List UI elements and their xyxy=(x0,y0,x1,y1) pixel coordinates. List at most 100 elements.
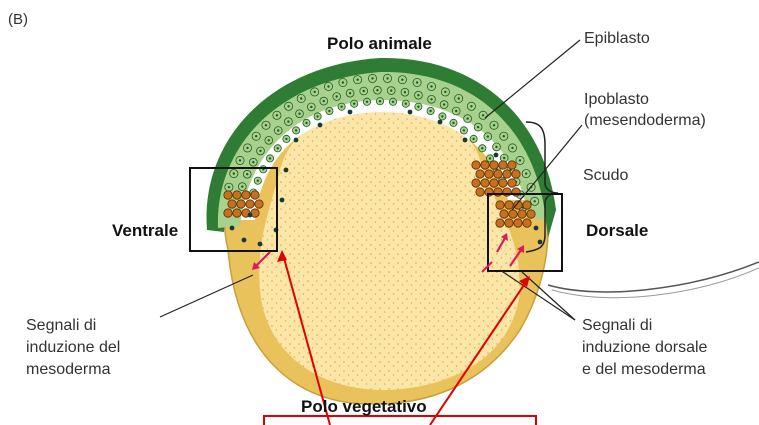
epiblast-cell-nucleus xyxy=(276,114,278,116)
hypoblast-cell xyxy=(499,161,507,169)
epiblast-cell-nucleus xyxy=(441,115,443,117)
epiblast-cell-nucleus xyxy=(287,120,289,122)
nucleus-dot xyxy=(494,153,499,158)
epiblast-cell-nucleus xyxy=(417,106,419,108)
epiblast-cell-nucleus xyxy=(401,79,403,81)
epiblast-cell-nucleus xyxy=(298,113,300,115)
epiblast-cell-nucleus xyxy=(268,139,270,141)
hypoblast-cell xyxy=(505,201,513,209)
nucleus-dot xyxy=(534,226,539,231)
epiblast-cell-nucleus xyxy=(443,103,445,105)
epiblast-cell-nucleus xyxy=(482,114,484,116)
epiblast-cell-nucleus xyxy=(252,161,254,163)
epiblast-cell-nucleus xyxy=(452,122,454,124)
epiblast-cell-nucleus xyxy=(366,101,368,103)
epiblast-cell-nucleus xyxy=(371,77,373,79)
nucleus-dot xyxy=(242,238,247,243)
epiblast-cell-nucleus xyxy=(503,135,505,137)
label-epiblasto: Epiblasto xyxy=(584,29,650,48)
hypoblast-cell xyxy=(476,188,484,196)
epiblast-cell-nucleus xyxy=(342,81,344,83)
nucleus-dot xyxy=(348,110,353,115)
hypoblast-cell xyxy=(490,161,498,169)
nucleus-dot xyxy=(438,120,443,125)
epiblast-cell-nucleus xyxy=(430,85,432,87)
hypoblast-cell xyxy=(251,191,259,199)
epiblast-cell-nucleus xyxy=(349,92,351,94)
epiblast-cell-nucleus xyxy=(305,122,307,124)
epiblast-cell-nucleus xyxy=(472,138,474,140)
epiblast-cell-nucleus xyxy=(481,147,483,149)
hypoblast-cell xyxy=(233,209,241,217)
epiblast-cell-nucleus xyxy=(458,97,460,99)
epiblast-cell-nucleus xyxy=(336,95,338,97)
epiblast-cell-nucleus xyxy=(386,77,388,79)
epiblast-cell-nucleus xyxy=(285,138,287,140)
epiblast-cell-nucleus xyxy=(525,172,527,174)
segnali-ventrali-line-3: mesoderma xyxy=(26,360,110,379)
hypoblast-cell xyxy=(512,170,520,178)
nucleus-dot xyxy=(258,242,263,247)
nucleus-dot xyxy=(538,240,543,245)
epiblast-cell-nucleus xyxy=(316,115,318,117)
hypoblast-cell xyxy=(481,179,489,187)
hypoblast-cell xyxy=(500,210,508,218)
hypoblast-cell xyxy=(508,179,516,187)
label-ventrale: Ventrale xyxy=(112,221,178,240)
epiblast-cell-nucleus xyxy=(487,135,489,137)
segnali-dorsali-line-2: induzione dorsale xyxy=(582,338,707,357)
segnali-ventrali-line-1: Segnali di xyxy=(26,316,96,335)
hypoblast-cell xyxy=(527,210,535,218)
hypoblast-cell xyxy=(496,201,504,209)
epiblast-cell-nucleus xyxy=(300,97,302,99)
hypoblast-cell xyxy=(485,170,493,178)
epiblast-cell-nucleus xyxy=(444,91,446,93)
hypoblast-cell xyxy=(476,170,484,178)
nucleus-dot xyxy=(463,138,468,143)
epiblast-cell-nucleus xyxy=(429,110,431,112)
hypoblast-cell xyxy=(496,219,504,227)
epiblast-cell-nucleus xyxy=(390,89,392,91)
epiblast-cell-nucleus xyxy=(313,91,315,93)
epiblast-cell-nucleus xyxy=(340,106,342,108)
epiblast-cell-nucleus xyxy=(489,157,491,159)
epiblasto-leader xyxy=(485,40,580,118)
epiblast-cell-nucleus xyxy=(356,79,358,81)
epiblast-cell-nucleus xyxy=(327,85,329,87)
panel-label: (B) xyxy=(8,10,28,29)
epiblast-cell-nucleus xyxy=(416,81,418,83)
epiblast-cell-nucleus xyxy=(511,147,513,149)
epiblast-cell-nucleus xyxy=(287,105,289,107)
hypoblast-cell xyxy=(233,191,241,199)
epiblast-cell-nucleus xyxy=(463,129,465,131)
segnali-dorsali-line-1: Segnali di xyxy=(582,316,652,335)
epiblast-cell-nucleus xyxy=(259,150,261,152)
hypoblast-cell xyxy=(472,161,480,169)
label-mesendoderma: (mesendoderma) xyxy=(584,111,706,130)
nucleus-dot xyxy=(318,123,323,128)
label-scudo: Scudo xyxy=(583,166,628,185)
epiblast-cell-nucleus xyxy=(277,129,279,131)
epiblast-cell-nucleus xyxy=(255,135,257,137)
epiblast-cell-nucleus xyxy=(404,91,406,93)
epiblast-cell-nucleus xyxy=(246,173,248,175)
epiblast-cell-nucleus xyxy=(328,110,330,112)
epiblast-cell-nucleus xyxy=(295,129,297,131)
nucleus-dot xyxy=(280,198,285,203)
epiblast-cell-nucleus xyxy=(376,89,378,91)
epiblast-cell-nucleus xyxy=(495,146,497,148)
epiblast-cell-nucleus xyxy=(233,172,235,174)
label-dorsale: Dorsale xyxy=(586,221,648,240)
hypoblast-cell xyxy=(508,161,516,169)
epiblast-cell-nucleus xyxy=(353,103,355,105)
epiblast-cell-nucleus xyxy=(246,147,248,149)
hypoblast-cell xyxy=(224,191,232,199)
epiblast-cell-nucleus xyxy=(455,110,457,112)
hypoblast-cell xyxy=(490,179,498,187)
epiblast-cell-nucleus xyxy=(257,180,259,182)
hypoblast-cell xyxy=(514,219,522,227)
epiblast-cell-nucleus xyxy=(323,100,325,102)
epiblast-cell-nucleus xyxy=(392,101,394,103)
hypoblast-cell xyxy=(518,210,526,218)
